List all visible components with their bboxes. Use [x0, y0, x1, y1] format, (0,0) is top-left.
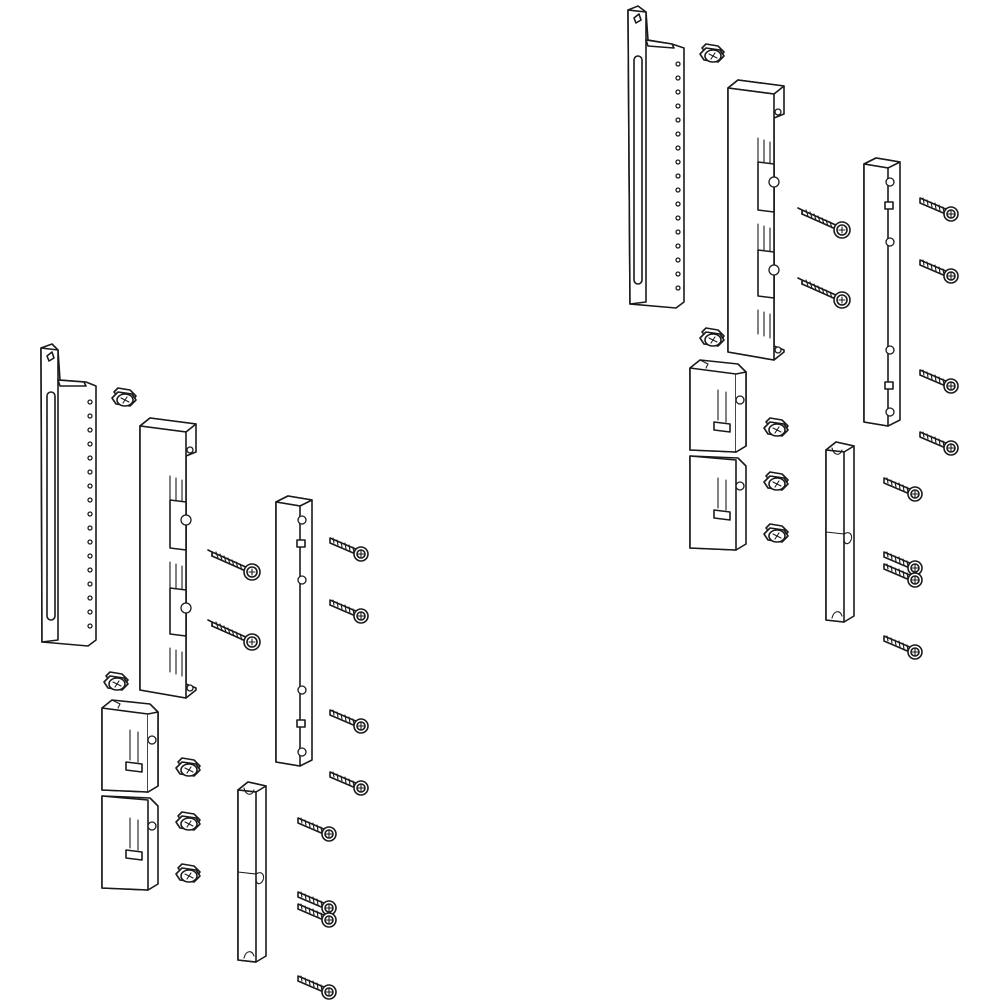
connector-bar	[825, 441, 855, 623]
pan-head-screw	[699, 43, 725, 63]
machine-screw	[919, 369, 959, 394]
busbar-holder-long	[727, 79, 785, 361]
busbar-holder-short-pair	[101, 699, 159, 891]
machine-screw	[329, 599, 369, 624]
support-bar	[275, 495, 313, 767]
machine-screw	[297, 817, 337, 842]
pan-head-screw	[103, 671, 129, 691]
machine-screw	[329, 771, 369, 796]
machine-screw	[297, 975, 337, 1000]
pan-head-screw	[175, 811, 201, 831]
busbar-holder-short-pair	[689, 359, 747, 551]
connector-bar	[237, 781, 267, 963]
kit-right	[627, 5, 959, 660]
machine-screw	[329, 709, 369, 734]
self-tapping-screw	[797, 207, 851, 239]
pan-head-screw	[175, 757, 201, 777]
machine-screw	[329, 537, 369, 562]
slotted-bracket	[40, 343, 97, 647]
kit-left	[40, 343, 369, 1000]
machine-screw	[883, 477, 923, 502]
self-tapping-screw	[207, 549, 261, 581]
pan-head-screw	[763, 417, 789, 437]
machine-screw	[919, 259, 959, 284]
machine-screw	[883, 635, 923, 660]
pan-head-screw	[175, 863, 201, 883]
pan-head-screw	[699, 327, 725, 347]
pan-head-screw	[111, 387, 137, 407]
pan-head-screw	[763, 523, 789, 543]
pan-head-screw	[763, 471, 789, 491]
machine-screw	[919, 431, 959, 456]
support-bar	[863, 157, 901, 427]
self-tapping-screw	[207, 619, 261, 651]
busbar-holder-long	[139, 417, 197, 699]
machine-screw	[919, 197, 959, 222]
self-tapping-screw	[797, 277, 851, 309]
slotted-bracket	[627, 5, 685, 309]
